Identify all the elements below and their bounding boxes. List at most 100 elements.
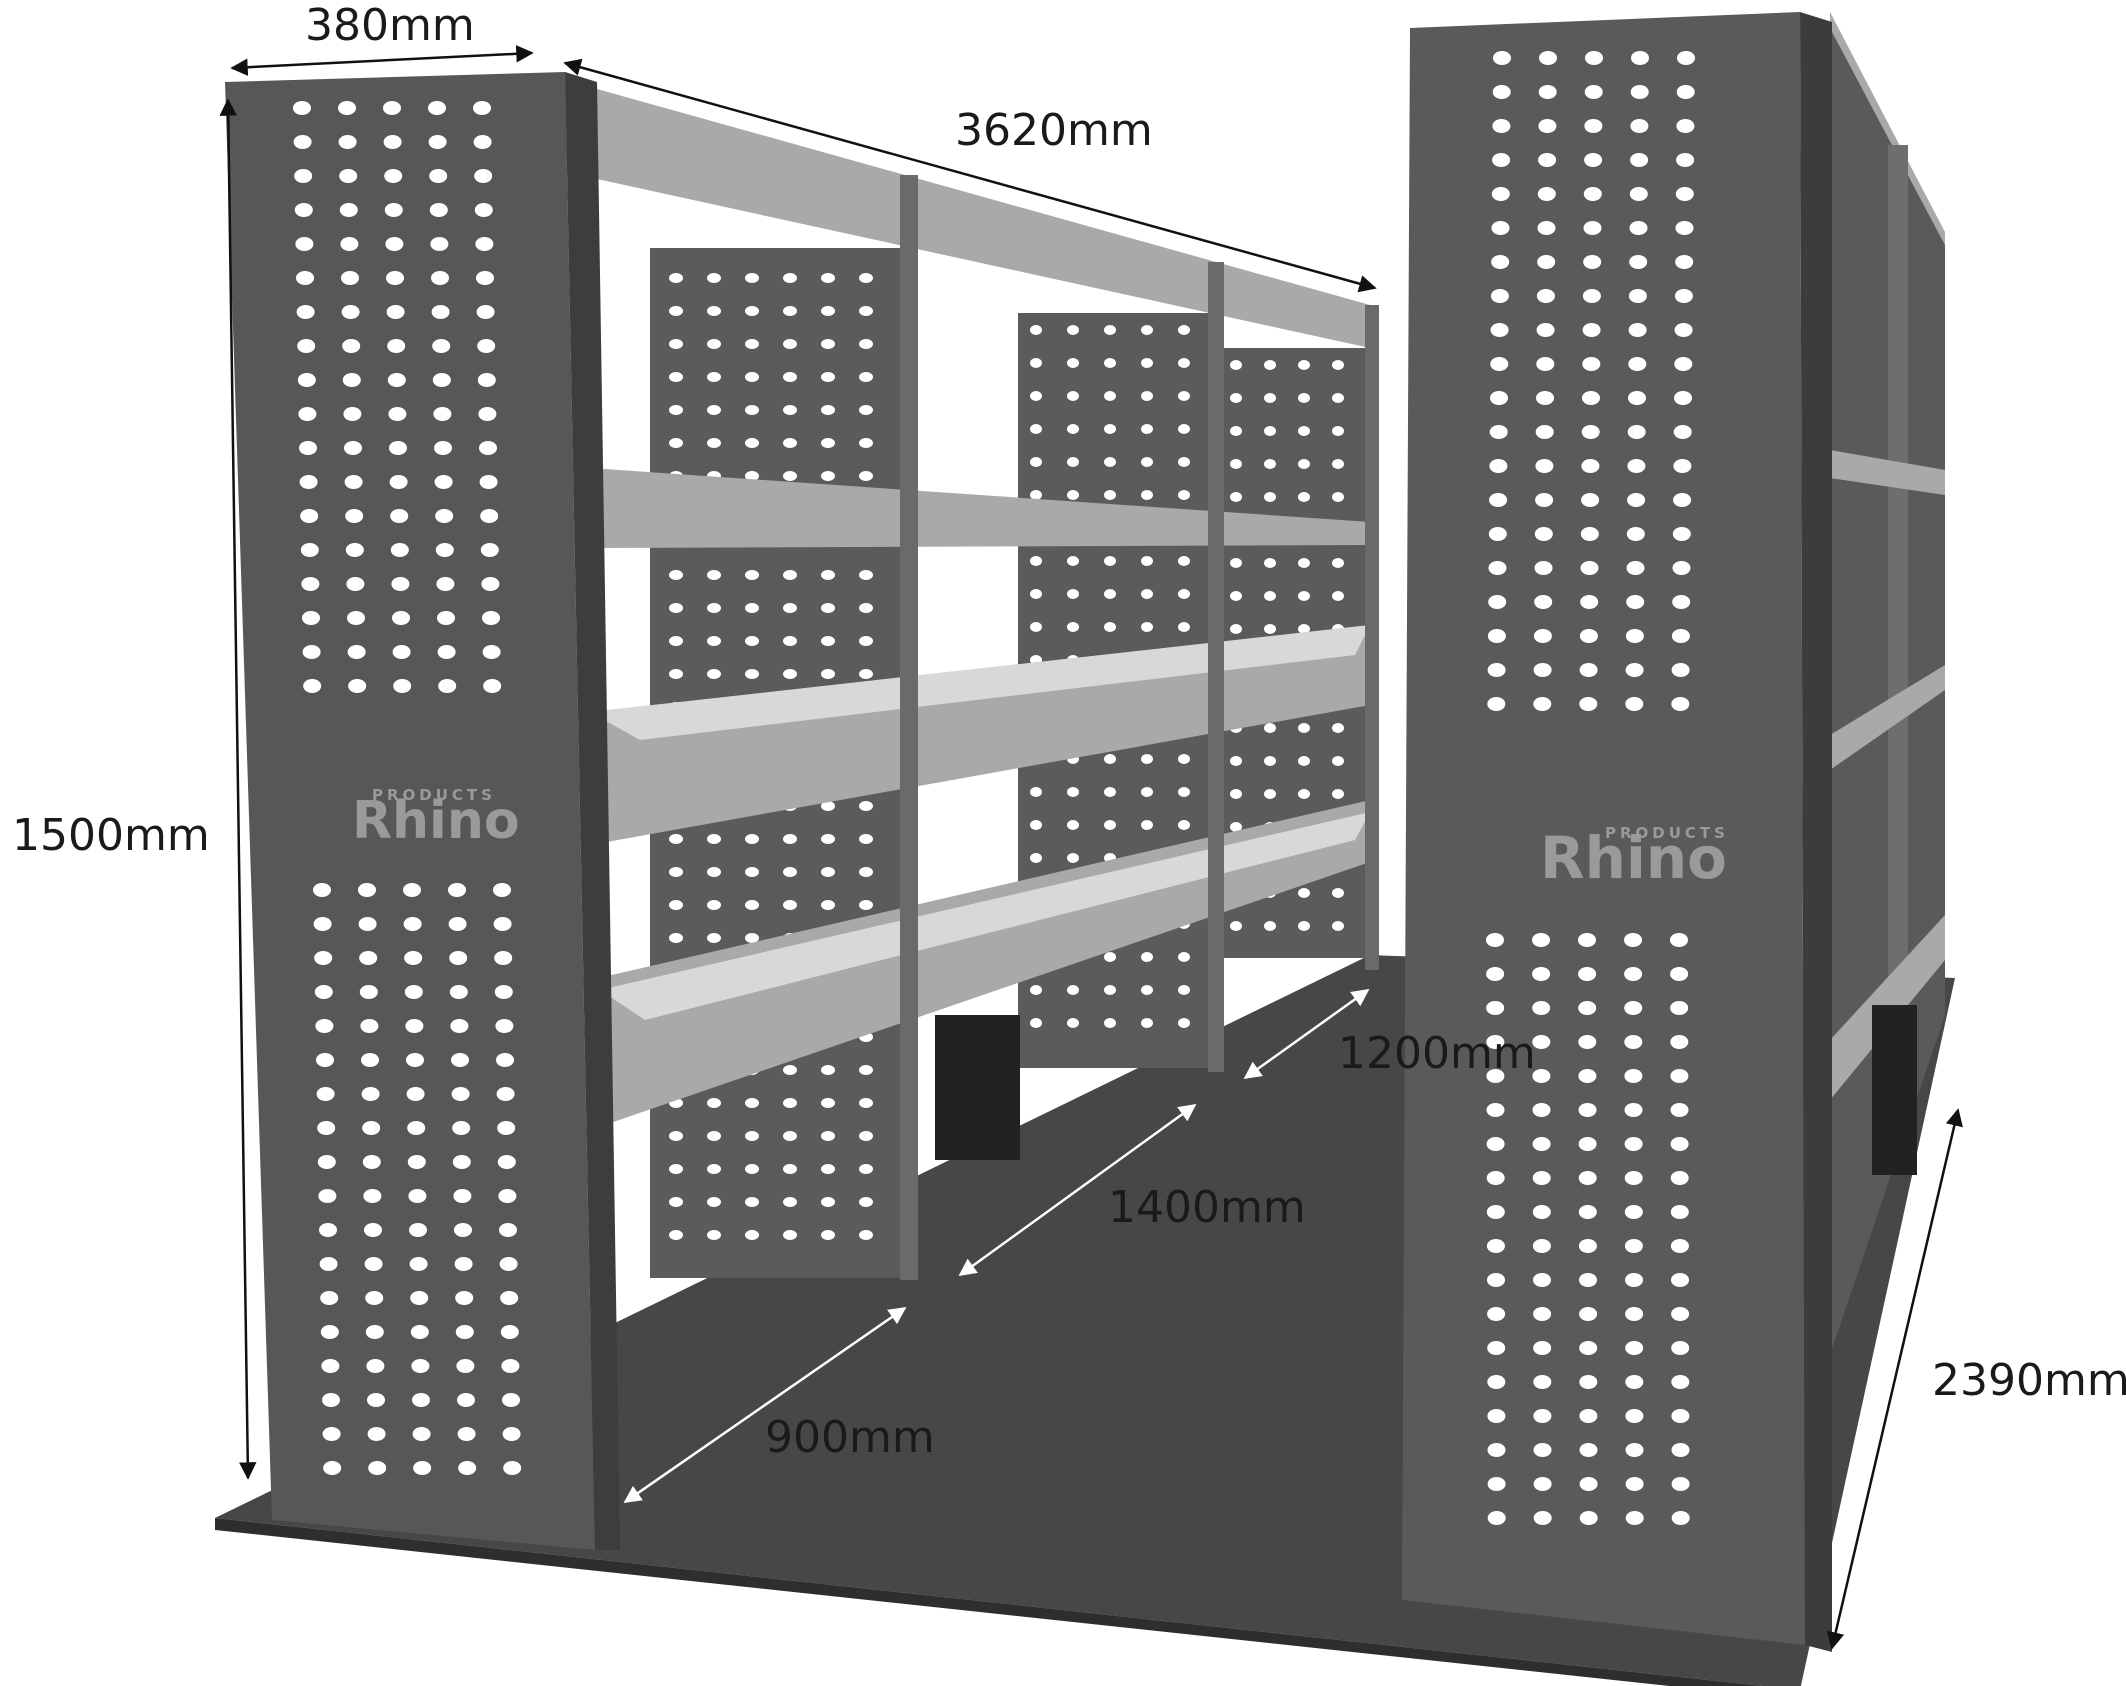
panel-hole xyxy=(1581,425,1600,439)
panel-hole xyxy=(1677,51,1695,65)
panel-hole xyxy=(1583,187,1602,201)
panel-hole xyxy=(475,237,494,251)
panel-hole xyxy=(1532,1171,1551,1185)
panel-hole xyxy=(1670,967,1689,981)
panel-hole xyxy=(434,475,453,489)
panel-hole xyxy=(1579,663,1598,677)
panel-hole xyxy=(669,834,683,844)
panel-hole xyxy=(669,372,683,382)
panel-hole xyxy=(821,471,835,481)
panel-hole xyxy=(339,203,358,217)
panel-hole xyxy=(1579,697,1598,711)
panel-hole xyxy=(435,509,454,523)
panel-hole xyxy=(783,471,797,481)
panel-hole xyxy=(859,339,873,349)
shelf-3 xyxy=(590,625,1370,845)
panel-hole xyxy=(294,169,313,183)
panel-hole xyxy=(745,372,759,382)
panel-hole xyxy=(1332,591,1344,601)
panel-hole xyxy=(859,570,873,580)
panel-hole xyxy=(482,645,501,659)
panel-hole xyxy=(1030,490,1042,500)
divider-1 xyxy=(900,175,918,1280)
panel-hole xyxy=(494,985,513,999)
panel-hole xyxy=(1298,492,1310,502)
panel-hole xyxy=(1104,457,1116,467)
panel-hole xyxy=(1625,629,1644,643)
panel-hole xyxy=(1487,1375,1506,1389)
panel-hole xyxy=(1332,888,1344,898)
panel-hole xyxy=(1487,697,1506,711)
panel-hole xyxy=(1030,787,1042,797)
panel-hole xyxy=(403,883,421,897)
panel-hole xyxy=(483,679,502,693)
panel-hole xyxy=(707,636,721,646)
panel-hole xyxy=(1264,789,1276,799)
panel-hole xyxy=(1629,187,1648,201)
panel-hole xyxy=(1230,624,1242,634)
panel-hole xyxy=(669,1230,683,1240)
panel-hole xyxy=(1298,459,1310,469)
panel-hole xyxy=(345,509,364,523)
panel-hole xyxy=(428,101,446,115)
panel-hole xyxy=(1230,591,1242,601)
panel-hole xyxy=(474,169,493,183)
dim-line-height xyxy=(219,98,257,1480)
panel-hole xyxy=(783,1065,797,1075)
panel-hole xyxy=(473,101,491,115)
leg-block xyxy=(935,1015,1020,1160)
panel-hole xyxy=(296,305,315,319)
panel-hole xyxy=(407,1155,426,1169)
panel-hole xyxy=(1670,1001,1689,1015)
panel-hole xyxy=(320,1291,339,1305)
panel-hole xyxy=(1536,289,1555,303)
panel-hole xyxy=(1178,985,1190,995)
panel-hole xyxy=(783,1098,797,1108)
panel-hole xyxy=(859,372,873,382)
panel-hole xyxy=(1580,527,1599,541)
panel-hole xyxy=(342,339,361,353)
panel-hole xyxy=(1629,221,1648,235)
panel-hole xyxy=(431,271,449,285)
panel-hole xyxy=(1332,393,1344,403)
panel-hole xyxy=(322,1393,340,1407)
panel-hole xyxy=(493,917,512,931)
panel-hole xyxy=(745,933,759,943)
panel-hole xyxy=(821,636,835,646)
panel-hole xyxy=(317,1121,336,1135)
panel-hole xyxy=(314,951,333,965)
panel-hole xyxy=(452,1121,471,1135)
panel-hole xyxy=(454,1257,473,1271)
panel-hole xyxy=(1536,357,1555,371)
panel-hole xyxy=(1230,558,1242,568)
panel-hole xyxy=(383,101,401,115)
panel-hole xyxy=(1624,1069,1643,1083)
panel-hole xyxy=(1487,1273,1505,1287)
panel-hole xyxy=(1067,985,1079,995)
panel-hole xyxy=(480,543,499,557)
panel-hole xyxy=(821,1164,835,1174)
panel-hole xyxy=(745,834,759,844)
panel-hole xyxy=(745,1131,759,1141)
panel-hole xyxy=(410,1291,429,1305)
panel-hole xyxy=(1625,1375,1644,1389)
panel-hole xyxy=(432,373,451,387)
panel-hole xyxy=(432,339,451,353)
panel-hole xyxy=(362,1155,381,1169)
panel-hole xyxy=(319,1223,337,1237)
panel-hole xyxy=(449,985,468,999)
panel-hole xyxy=(1178,952,1190,962)
panel-hole xyxy=(408,1189,427,1203)
panel-hole xyxy=(1264,624,1276,634)
panel-hole xyxy=(387,339,406,353)
panel-hole xyxy=(783,570,797,580)
panel-hole xyxy=(1298,591,1310,601)
panel-hole xyxy=(493,883,511,897)
panel-hole xyxy=(1583,255,1602,269)
panel-hole xyxy=(1490,323,1509,337)
panel-hole xyxy=(1487,1443,1506,1457)
panel-hole xyxy=(293,101,311,115)
panel-hole xyxy=(1674,289,1693,303)
panel-hole xyxy=(821,1098,835,1108)
panel-hole xyxy=(669,1164,683,1174)
